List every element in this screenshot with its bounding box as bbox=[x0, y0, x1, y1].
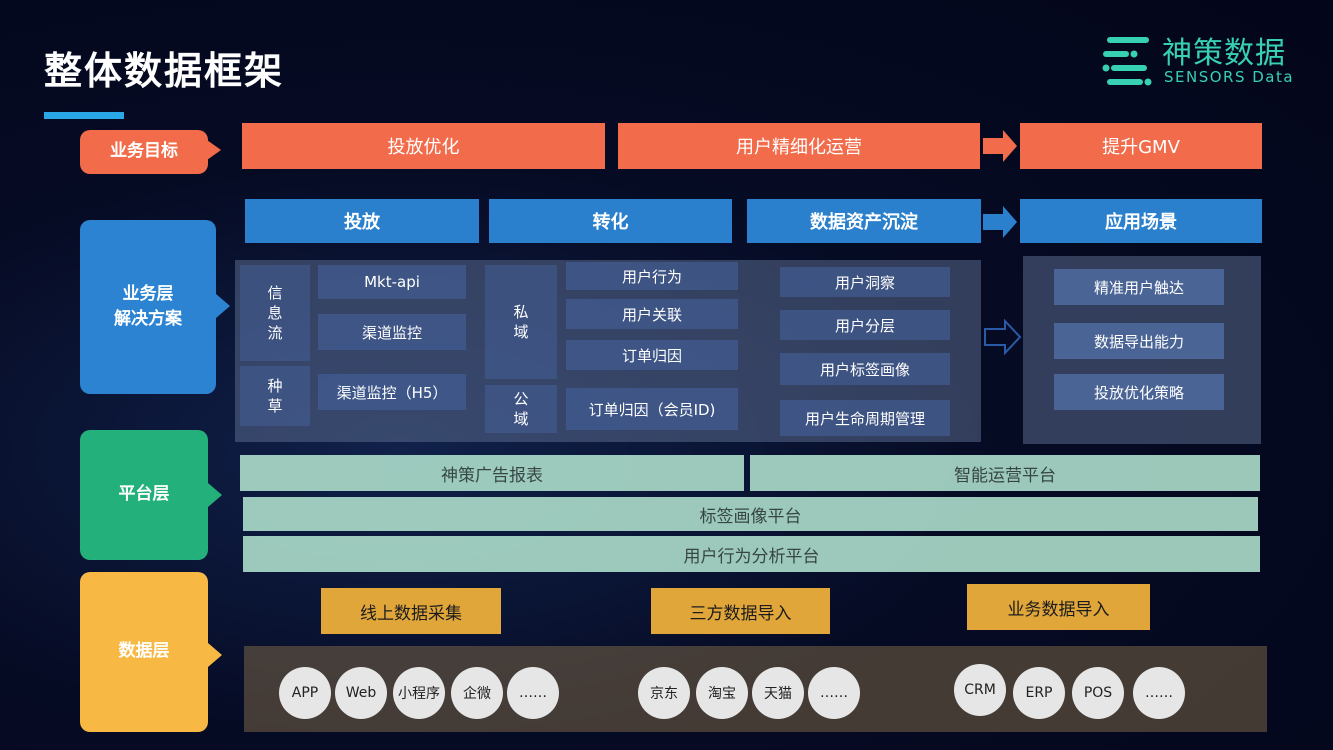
cell-order-attribution: 订单归因 bbox=[566, 340, 738, 370]
cell-user-behavior: 用户行为 bbox=[566, 262, 738, 290]
platform-tag-profile: 标签画像平台 bbox=[243, 497, 1258, 531]
sensors-logo-icon bbox=[1100, 32, 1156, 92]
tab-arrow-icon bbox=[208, 483, 222, 507]
tab-platform: 平台层 bbox=[80, 430, 208, 560]
label-info-flow: 信 息 流 bbox=[240, 265, 310, 361]
tab-business-solution-label: 业务层 解决方案 bbox=[114, 282, 182, 333]
source-taobao: 淘宝 bbox=[696, 667, 748, 719]
source-crm: CRM bbox=[954, 664, 1006, 716]
cell-user-insight: 用户洞察 bbox=[780, 267, 950, 297]
stage-convert: 转化 bbox=[489, 199, 732, 243]
logo: 神策数据 SENSORS Data bbox=[1100, 28, 1320, 98]
stage-scenarios: 应用场景 bbox=[1020, 199, 1262, 243]
platform-behavior-analysis: 用户行为分析平台 bbox=[243, 536, 1260, 572]
goal-ad-optimization: 投放优化 bbox=[242, 123, 605, 169]
cell-mkt-api: Mkt-api bbox=[318, 265, 466, 299]
goal-gmv: 提升GMV bbox=[1020, 123, 1262, 169]
tab-business-solution: 业务层 解决方案 bbox=[80, 220, 216, 394]
data-online-collection: 线上数据采集 bbox=[321, 588, 501, 634]
tab-platform-label: 平台层 bbox=[119, 482, 170, 508]
tab-arrow-icon bbox=[216, 294, 230, 318]
logo-text-en: SENSORS Data bbox=[1164, 68, 1294, 86]
source-tmall: 天猫 bbox=[752, 667, 804, 719]
cell-data-export: 数据导出能力 bbox=[1054, 323, 1224, 359]
source-jd: 京东 bbox=[638, 667, 690, 719]
stage-assets: 数据资产沉淀 bbox=[747, 199, 981, 243]
tab-arrow-icon bbox=[208, 643, 222, 667]
source-wecom: 企微 bbox=[451, 667, 503, 719]
cell-ad-strategy: 投放优化策略 bbox=[1054, 374, 1224, 410]
cell-channel-monitor-h5: 渠道监控（H5） bbox=[318, 374, 466, 410]
tab-data-label: 数据层 bbox=[119, 639, 170, 665]
arrow-right-icon bbox=[984, 319, 1022, 355]
logo-text-cn: 神策数据 bbox=[1162, 28, 1286, 72]
tab-business-goal-label: 业务目标 bbox=[110, 139, 178, 165]
arrow-right-icon bbox=[983, 128, 1019, 164]
source-more-business: …… bbox=[1133, 667, 1185, 719]
label-seeding: 种 草 bbox=[240, 366, 310, 426]
source-web: Web bbox=[335, 667, 387, 719]
source-mini-program: 小程序 bbox=[393, 667, 445, 719]
source-more-third: …… bbox=[808, 667, 860, 719]
tab-data: 数据层 bbox=[80, 572, 208, 732]
tab-arrow-icon bbox=[207, 140, 221, 160]
stage-launch: 投放 bbox=[245, 199, 479, 243]
cell-user-association: 用户关联 bbox=[566, 299, 738, 329]
tab-business-goal: 业务目标 bbox=[80, 130, 208, 174]
cell-channel-monitor: 渠道监控 bbox=[318, 314, 466, 350]
source-app: APP bbox=[279, 667, 331, 719]
cell-user-tag-profile: 用户标签画像 bbox=[780, 353, 950, 385]
source-erp: ERP bbox=[1013, 667, 1065, 719]
page-title: 整体数据框架 bbox=[44, 40, 284, 95]
cell-order-attribution-member: 订单归因（会员ID) bbox=[566, 388, 738, 430]
goal-user-operation: 用户精细化运营 bbox=[618, 123, 980, 169]
cell-user-segment: 用户分层 bbox=[780, 310, 950, 340]
platform-smart-operation: 智能运营平台 bbox=[750, 455, 1260, 491]
source-more-online: …… bbox=[507, 667, 559, 719]
cell-user-lifecycle: 用户生命周期管理 bbox=[780, 400, 950, 436]
label-public-domain: 公 域 bbox=[485, 385, 557, 433]
arrow-right-icon bbox=[983, 204, 1019, 240]
cell-precise-reach: 精准用户触达 bbox=[1054, 269, 1224, 305]
source-pos: POS bbox=[1072, 667, 1124, 719]
data-business-import: 业务数据导入 bbox=[967, 584, 1150, 630]
platform-ad-report: 神策广告报表 bbox=[240, 455, 744, 491]
label-private-domain: 私 域 bbox=[485, 265, 557, 379]
data-third-party-import: 三方数据导入 bbox=[651, 588, 830, 634]
title-underline bbox=[44, 112, 124, 119]
